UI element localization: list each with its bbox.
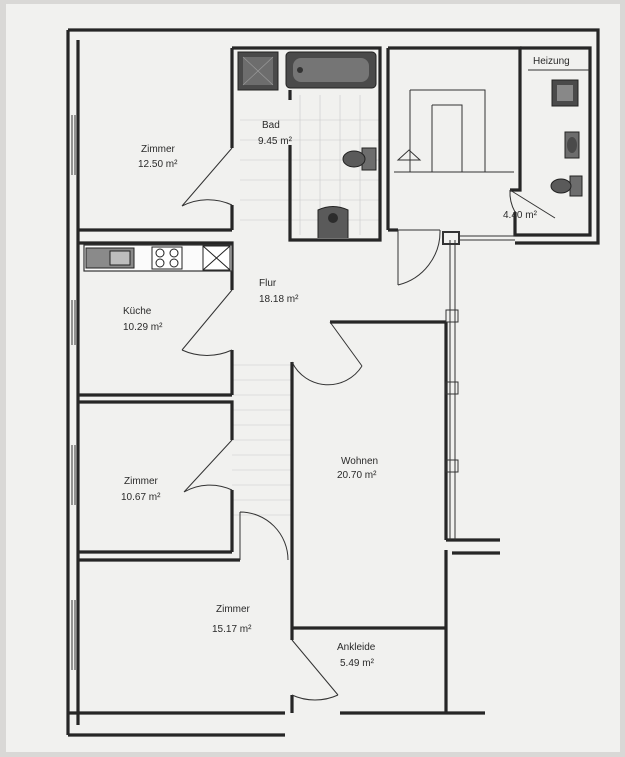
- room-zimmer3-area: 15.17 m²: [212, 624, 252, 635]
- bathtub-icon: [285, 51, 377, 89]
- windows-right: [442, 231, 515, 540]
- room-zimmer2-area: 10.67 m²: [121, 492, 161, 503]
- stove-icon: [151, 246, 183, 270]
- room-bad-name: Bad: [262, 120, 280, 131]
- kitchen-counter: [83, 244, 233, 272]
- bath-fixtures: [237, 51, 377, 238]
- room-zimmer3: Zimmer 15.17 m²: [212, 604, 252, 635]
- fridge-icon: [202, 245, 231, 271]
- heizung-toilet-icon: [550, 175, 583, 197]
- room-zimmer2-name: Zimmer: [124, 476, 159, 487]
- heizung-fixtures: [528, 69, 590, 197]
- washbasin-icon: [317, 206, 349, 238]
- room-heizung: Heizung 4.40 m²: [503, 56, 570, 221]
- room-zimmer1: Zimmer 12.50 m²: [138, 144, 178, 170]
- room-kueche-name: Küche: [123, 306, 152, 317]
- room-flur: Flur 18.18 m²: [259, 278, 299, 305]
- shower-icon: [237, 51, 279, 91]
- windows-left: [71, 115, 76, 670]
- room-wohnen-area: 20.70 m²: [337, 470, 377, 481]
- paper-sheet: [6, 4, 620, 752]
- staircase: [394, 89, 514, 173]
- room-bad-area: 9.45 m²: [258, 136, 293, 147]
- heizung-sink-icon: [564, 131, 580, 159]
- room-heizung-area: 4.40 m²: [503, 210, 538, 221]
- room-zimmer1-name: Zimmer: [141, 144, 176, 155]
- toilet-icon: [342, 147, 377, 171]
- doors: [181, 147, 556, 701]
- room-bad: Bad 9.45 m²: [258, 120, 293, 147]
- room-wohnen-name: Wohnen: [341, 456, 378, 467]
- room-kueche: Küche 10.29 m²: [123, 306, 163, 333]
- room-heizung-name: Heizung: [533, 56, 570, 67]
- walls: [66, 28, 600, 737]
- room-wohnen: Wohnen 20.70 m²: [337, 456, 378, 481]
- bath-tiles: [240, 95, 380, 235]
- room-zimmer2: Zimmer 10.67 m²: [121, 476, 161, 503]
- room-zimmer3-name: Zimmer: [216, 604, 251, 615]
- room-ankleide-name: Ankleide: [337, 642, 376, 653]
- hall-hatching: [232, 364, 292, 516]
- room-ankleide: Ankleide 5.49 m²: [337, 642, 376, 669]
- room-ankleide-area: 5.49 m²: [340, 658, 375, 669]
- room-flur-area: 18.18 m²: [259, 294, 299, 305]
- boiler-icon: [551, 79, 579, 107]
- room-flur-name: Flur: [259, 278, 277, 289]
- room-kueche-area: 10.29 m²: [123, 322, 163, 333]
- room-zimmer1-area: 12.50 m²: [138, 159, 178, 170]
